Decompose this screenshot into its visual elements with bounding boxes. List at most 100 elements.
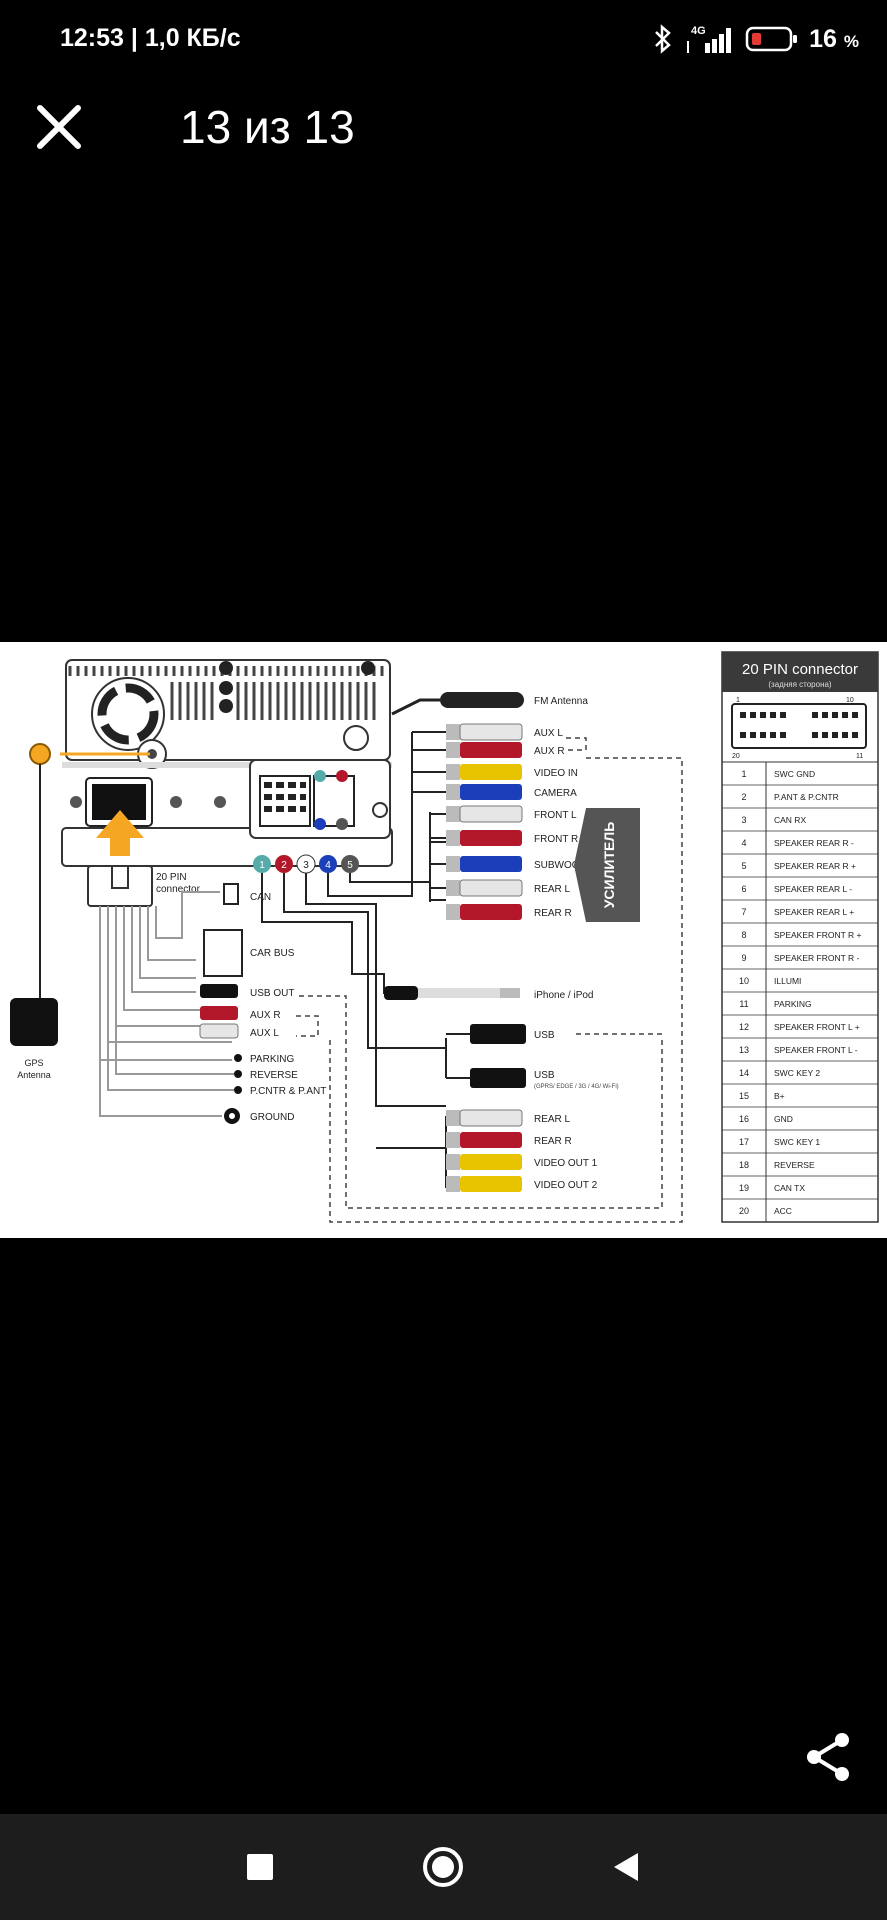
signal-icon: 4G [687,25,732,53]
share-icon[interactable] [800,1728,858,1786]
pin-label: SWC GND [774,769,815,779]
svg-text:GROUND: GROUND [250,1112,294,1123]
gps-antenna: GPS Antenna [10,764,58,1080]
pin-number: 3 [741,815,746,825]
pin-label: SPEAKER FRONT R + [774,930,861,940]
svg-text:AUX R: AUX R [534,746,565,757]
svg-text:2: 2 [281,860,287,871]
pin-number: 2 [741,792,746,802]
pin-label: GND [774,1114,793,1124]
svg-text:USB: USB [534,1070,555,1081]
pin-label: SPEAKER REAR R + [774,861,856,871]
svg-text:УСИЛИТЕЛЬ: УСИЛИТЕЛЬ [601,822,617,909]
pin-number: 10 [739,976,749,986]
svg-text:VIDEO OUT 1: VIDEO OUT 1 [534,1158,598,1169]
viewer-toolbar: 13 из 13 [0,80,887,176]
pin-label: SWC KEY 1 [774,1137,820,1147]
amplifier-label: УСИЛИТЕЛЬ [574,808,640,922]
head-unit [61,659,393,867]
svg-text:connector: connector [156,884,201,895]
numbered-ports: 1 2 3 4 5 [253,854,359,874]
pin-number: 13 [739,1045,749,1055]
svg-text:(GPRS/ EDGE / 3G / 4G/ Wi-Fi): (GPRS/ EDGE / 3G / 4G/ Wi-Fi) [534,1084,619,1090]
svg-text:1: 1 [259,860,265,871]
pin-number: 14 [739,1068,749,1078]
svg-text:REVERSE: REVERSE [250,1070,298,1081]
pin-label: REVERSE [774,1160,815,1170]
svg-text:1: 1 [736,697,740,704]
svg-text:USB OUT: USB OUT [250,988,294,999]
connector-arrow: 20 PIN connector [29,743,201,907]
pin-number: 9 [741,953,746,963]
pin-number: 11 [739,999,748,1009]
navigation-bar [0,1814,887,1920]
svg-text:FM Antenna: FM Antenna [534,696,588,707]
pin-label: PARKING [774,999,812,1009]
close-icon[interactable] [30,98,88,156]
rca-speakers: FRONT L FRONT R SUBWOOFER REAR L REAR R [429,805,600,920]
svg-text:GPS: GPS [24,1058,43,1068]
svg-text:5: 5 [347,860,353,871]
status-time: 12:53 | 1,0 КБ/с [60,24,241,52]
image-counter: 13 из 13 [180,101,355,153]
svg-text:P.CNTR & P.ANT: P.CNTR & P.ANT [250,1086,326,1097]
svg-text:4: 4 [325,860,331,871]
iphone-cable: iPhone / iPod [352,973,594,1001]
wiring-diagram-image[interactable]: 20 PIN connector GPS Antenna CAN CAR BUS… [0,642,887,1238]
back-icon[interactable] [596,1836,658,1898]
pin-label: SPEAKER FRONT L + [774,1022,860,1032]
svg-text:REAR R: REAR R [534,1136,572,1147]
status-icons: 4G 16 % [653,22,859,56]
pin-label: SPEAKER FRONT L - [774,1045,858,1055]
svg-text:Antenna: Antenna [17,1070,51,1080]
svg-text:PARKING: PARKING [250,1054,294,1065]
pin-number: 15 [739,1091,749,1101]
svg-text:3: 3 [303,860,309,871]
svg-text:CAMERA: CAMERA [534,788,577,799]
pin-label: B+ [774,1091,785,1101]
pin-number: 20 [739,1206,749,1216]
pin-label: CAN TX [774,1183,805,1193]
pin-label: SPEAKER FRONT R - [774,953,859,963]
pin-number: 8 [741,930,746,940]
pin-number: 4 [741,838,746,848]
svg-text:SUBWOOFER: SUBWOOFER [534,860,600,871]
battery-percent: 16 % [809,24,859,53]
pin-number: 5 [741,861,746,871]
pin-label: ACC [774,1206,792,1216]
pin-number: 19 [739,1183,749,1193]
recents-icon[interactable] [228,1836,290,1898]
svg-text:iPhone / iPod: iPhone / iPod [534,990,594,1001]
svg-text:20 PIN: 20 PIN [156,872,187,883]
svg-text:REAR L: REAR L [534,884,571,895]
pin-label: CAN RX [774,815,806,825]
pin-label: P.ANT & P.CNTR [774,792,839,802]
home-icon[interactable] [412,1836,474,1898]
pin-label: ILLUMI [774,976,801,986]
pin-label: SPEAKER REAR L - [774,884,852,894]
svg-text:REAR L: REAR L [534,1114,571,1125]
svg-text:4G: 4G [691,25,706,37]
svg-text:AUX R: AUX R [250,1010,281,1021]
pin-number: 1 [741,769,746,779]
svg-text:AUX L: AUX L [250,1028,279,1039]
pin-label: SPEAKER REAR L + [774,907,854,917]
svg-text:CAN: CAN [250,892,271,903]
pin-number: 16 [739,1114,749,1124]
pin-label: SPEAKER REAR R - [774,838,854,848]
pin-number: 6 [741,884,746,894]
pin-number: 17 [739,1137,749,1147]
fm-antenna: FM Antenna [391,692,588,716]
svg-text:FRONT L: FRONT L [534,810,577,821]
dashed-lines [296,737,683,1223]
pin-number: 18 [739,1160,749,1170]
svg-text:20: 20 [732,753,740,760]
pin-table: 20 PIN connector (задняя сторона) 1 10 2… [721,651,879,1223]
pin-label: SWC KEY 2 [774,1068,820,1078]
svg-text:20 PIN connector: 20 PIN connector [742,661,858,678]
svg-text:REAR R: REAR R [534,908,572,919]
svg-text:USB: USB [534,1030,555,1041]
rca-outputs: REAR L REAR R VIDEO OUT 1 VIDEO OUT 2 [376,1109,598,1192]
harness-ends: CAN CAR BUS USB OUT AUX R AUX L PARKING … [99,883,326,1124]
svg-text:VIDEO IN: VIDEO IN [534,768,578,779]
